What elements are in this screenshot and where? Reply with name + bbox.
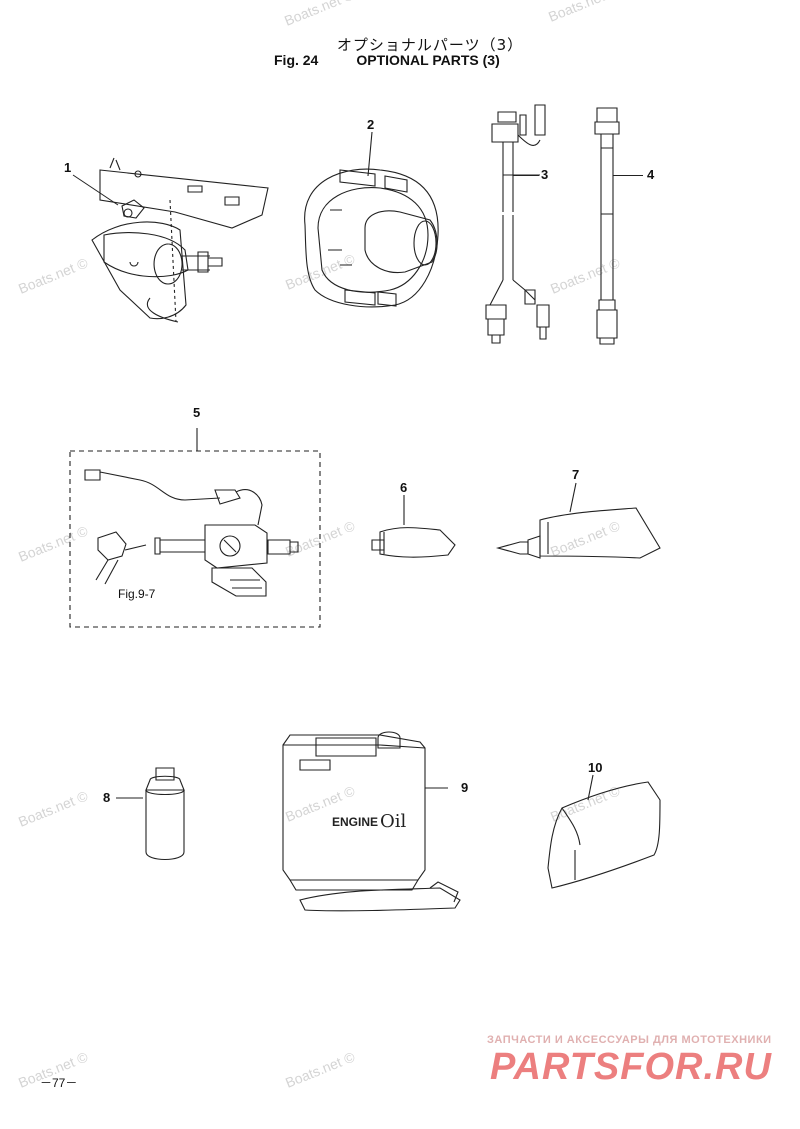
part-5-drawing: [69, 428, 321, 628]
callout-8: 8: [103, 790, 111, 805]
leader-line-3: [513, 175, 539, 176]
figure-title: OPTIONAL PARTS (3): [356, 52, 500, 68]
callout-3: 3: [541, 167, 549, 182]
ad-logo[interactable]: PARTSFOR.RU: [490, 1046, 772, 1088]
oil-label: Oil: [380, 811, 407, 832]
part-4-drawing: [594, 107, 620, 345]
callout-2: 2: [367, 117, 375, 132]
page-title: Fig. 24 OPTIONAL PARTS (3): [274, 52, 500, 68]
part-10-drawing: [547, 774, 661, 889]
part-6-drawing: [371, 495, 456, 558]
part-2-drawing: [304, 131, 439, 308]
page-title-japanese: オプショナルパーツ（3）: [336, 36, 524, 54]
page-number: －77－: [40, 1076, 78, 1090]
callout-1: 1: [64, 160, 72, 175]
callout-9: 9: [461, 780, 469, 795]
part-8-drawing: [116, 767, 185, 861]
callout-6: 6: [400, 480, 408, 495]
figure-reference: Fig.9-7: [118, 587, 156, 601]
callout-7: 7: [572, 467, 580, 482]
part-1-drawing: [91, 157, 269, 323]
leader-line-4: [613, 175, 643, 176]
figure-number: Fig. 24: [274, 52, 319, 68]
callout-4: 4: [647, 167, 655, 182]
callout-10: 10: [588, 760, 603, 775]
part-7-drawing: [495, 482, 661, 559]
engine-label: ENGINE: [332, 815, 378, 829]
part-9-drawing: [282, 731, 461, 912]
callout-5: 5: [193, 405, 201, 420]
part-3-drawing: [485, 104, 550, 344]
ad-tagline: ЗАПЧАСТИ И АКСЕССУАРЫ ДЛЯ МОТОТЕХНИКИ: [487, 1034, 772, 1046]
